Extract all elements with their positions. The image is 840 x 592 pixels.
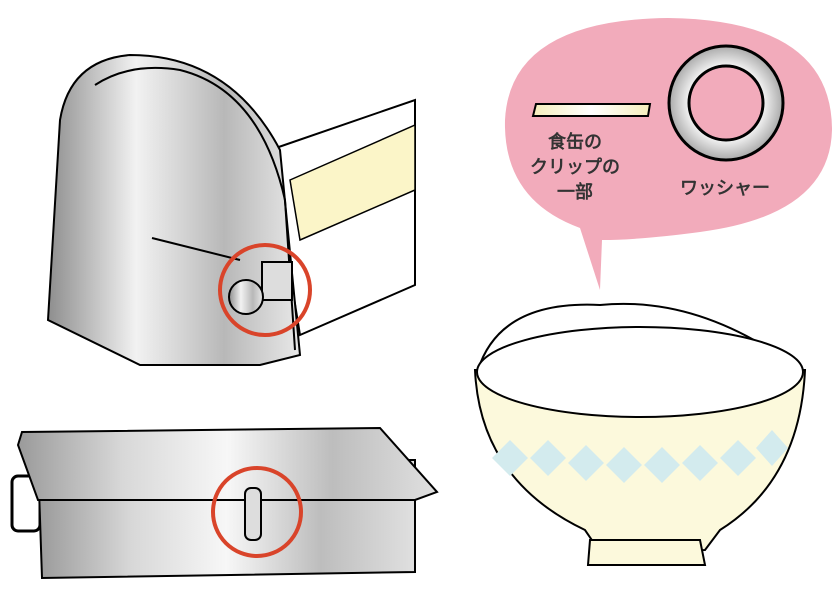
washer-label: ワッシャー [680, 178, 770, 199]
highlight-circle [211, 466, 303, 558]
clip-part-label-line2: クリップの [530, 157, 620, 178]
food-container-box [10, 426, 439, 580]
highlight-circle [218, 243, 312, 337]
clip-part-label-line3: 一部 [557, 182, 593, 203]
rice-bowl [473, 302, 807, 566]
clip-part-piece [531, 103, 652, 117]
bowl-pattern [492, 430, 788, 483]
pot-lid-closeup [46, 53, 416, 366]
clip-part-label: 食缶の クリップの 一部 [520, 130, 630, 205]
clip-part-label-line1: 食缶の [548, 132, 602, 153]
washer-hole [687, 64, 765, 142]
